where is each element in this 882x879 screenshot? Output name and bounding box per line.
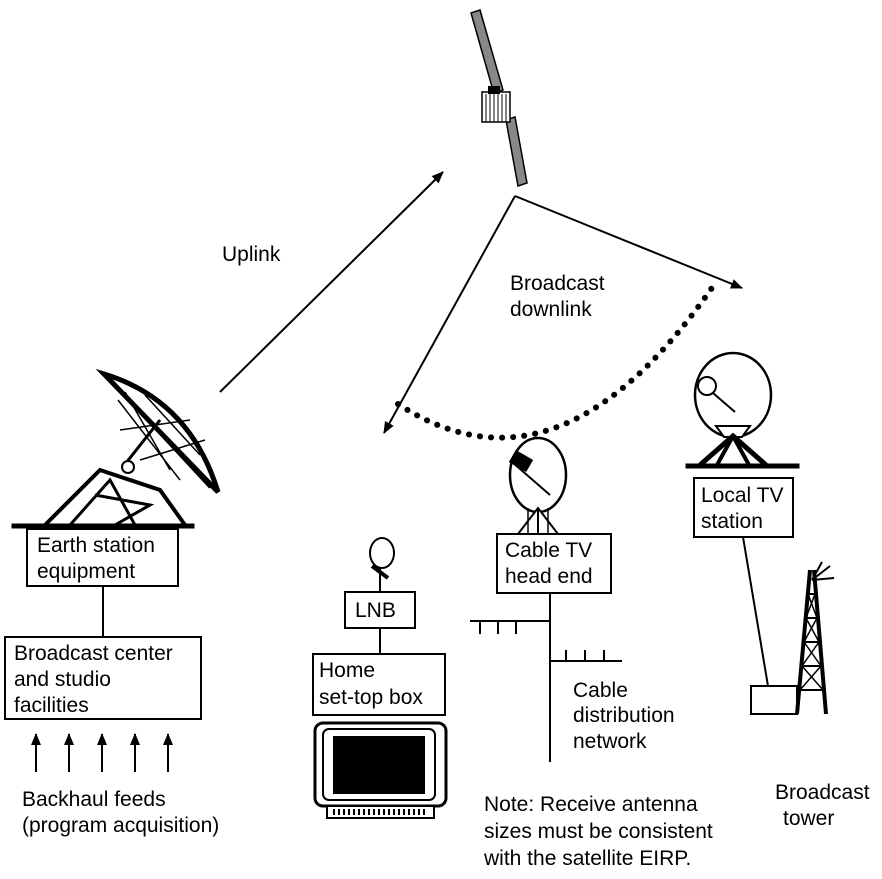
backhaul-label-line1: Backhaul feeds [22,788,166,811]
television-icon [313,721,448,819]
uplink-label: Uplink [222,243,281,266]
cable-headend-label-line1: Cable TV [505,539,592,562]
settop-box [312,653,446,716]
lnb-box [344,591,416,629]
uplink-arrow [219,171,444,393]
tower-label-line2: tower [783,807,834,830]
satellite-icon [470,9,528,187]
earth-station-dish-icon [11,368,221,529]
note-line2: sizes must be consistent [484,820,713,843]
tower-label-line1: Broadcast [775,781,870,804]
downlink-arrows [383,195,743,441]
broadcast-center-box [4,636,202,720]
settop-label-line2: set-top box [319,686,423,709]
cable-network-label-line1: Cable [573,679,628,702]
cable-headend-label-line2: head end [505,565,593,588]
broadcast-center-label-line2: and studio [14,668,111,691]
note-line3: with the satellite EIRP. [483,847,691,870]
settop-label-line1: Home [319,659,375,682]
cable-headend-dish-icon [508,436,568,535]
broadcast-center-label-line3: facilities [14,694,89,717]
local-tv-dish-icon [685,351,800,469]
downlink-label-line1: Broadcast [510,272,605,295]
lnb-label: LNB [355,599,396,622]
downlink-label-line2: downlink [510,298,592,321]
broadcast-center-label-line1: Broadcast center [14,642,173,665]
backhaul-arrows [31,733,173,772]
local-tv-label-line1: Local TV [701,484,784,507]
backhaul-label-line2: (program acquisition) [22,814,219,837]
cable-headend-box [496,533,612,594]
local-tv-label-line2: station [701,510,763,533]
broadcast-tower-icon [750,561,835,715]
earth-station-label-line1: Earth station [37,534,155,557]
cable-distribution-network [470,593,622,762]
cable-network-label-line2: distribution [573,704,675,727]
note-line1: Note: Receive antenna [484,793,698,816]
local-tv-box [693,477,794,538]
home-dish-icon [369,537,395,592]
cable-network-label-line3: network [573,730,647,753]
earth-station-label-line2: equipment [37,560,135,583]
